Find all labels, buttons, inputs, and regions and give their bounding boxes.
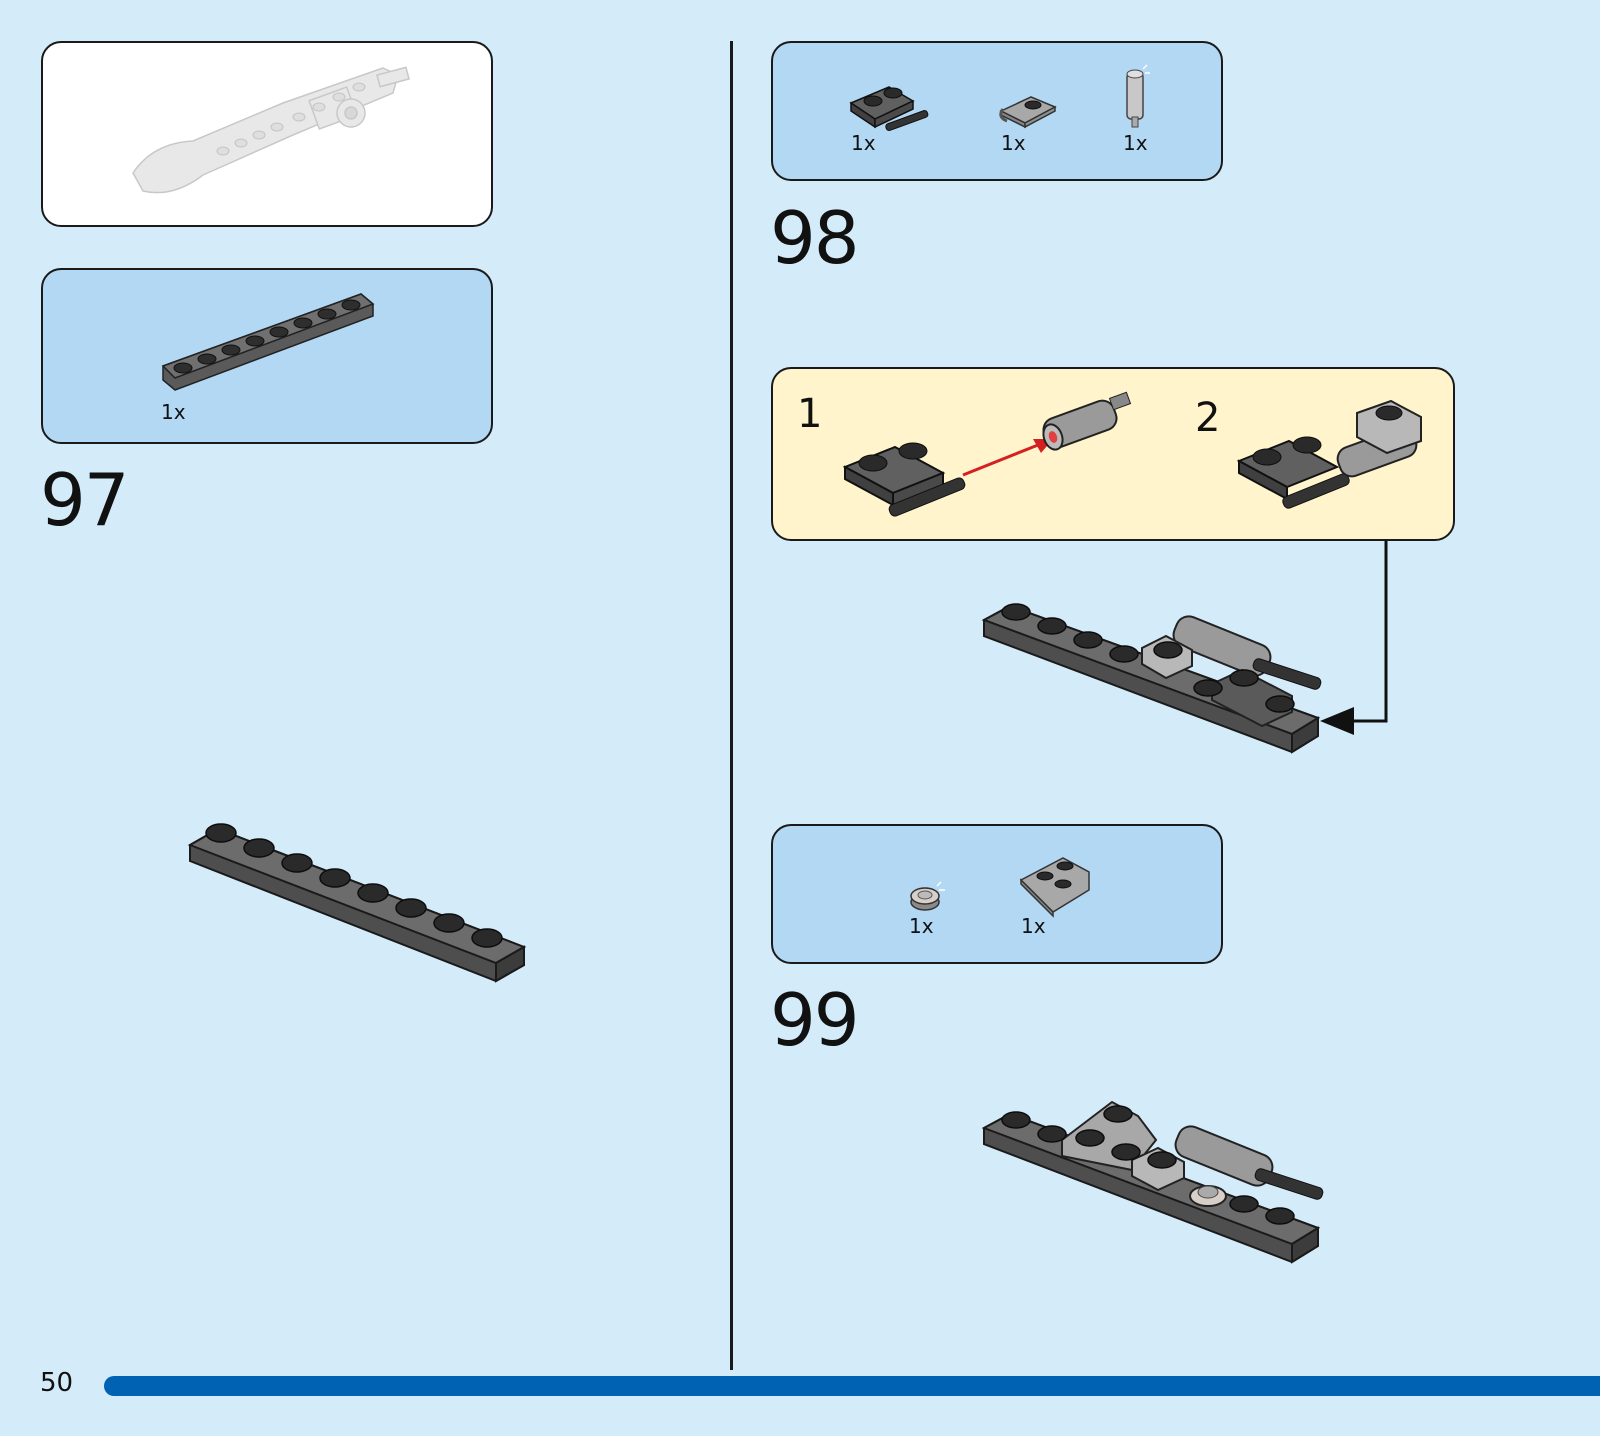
- part-quantity: 1x: [1001, 131, 1026, 155]
- plate-1x8-dark-gray-icon: [161, 294, 381, 394]
- step-98-parts-panel: 1x 1x 1x: [771, 41, 1223, 181]
- substep-number-1: 1: [797, 391, 822, 437]
- step-97-plate-illustration: [188, 815, 528, 985]
- page-footer-bar: [104, 1376, 1600, 1396]
- bar-light-gray-icon: [1121, 67, 1151, 131]
- column-divider: [730, 41, 733, 1370]
- part-quantity: 1x: [1021, 914, 1046, 938]
- step-number-98: 98: [770, 196, 858, 280]
- step-number-97: 97: [40, 458, 128, 542]
- page-number: 50: [40, 1368, 73, 1398]
- model-preview-panel: [41, 41, 493, 227]
- step-98-subassembly-panel: 1 2: [771, 367, 1455, 541]
- step-97-parts-panel: 1x: [41, 268, 493, 444]
- step-number-99: 99: [770, 978, 858, 1062]
- plate-with-bars-dark-gray-icon: [849, 77, 933, 133]
- step-99-parts-panel: 1x 1x: [771, 824, 1223, 964]
- plate-with-clip-gray-icon: [999, 93, 1059, 129]
- part-quantity: 1x: [909, 914, 934, 938]
- part-quantity: 1x: [851, 131, 876, 155]
- step-98-assembly-illustration: [982, 598, 1342, 768]
- model-preview-illustration: [123, 63, 423, 213]
- substep-1-illustration: [843, 395, 1143, 515]
- part-quantity: 1x: [161, 400, 186, 424]
- substep-number-2: 2: [1195, 395, 1220, 441]
- part-quantity: 1x: [1123, 131, 1148, 155]
- substep-2-illustration: [1237, 391, 1437, 511]
- round-tile-light-icon: [907, 882, 947, 914]
- wedge-plate-gray-icon: [1019, 854, 1095, 918]
- step-99-assembly-illustration: [982, 1100, 1342, 1275]
